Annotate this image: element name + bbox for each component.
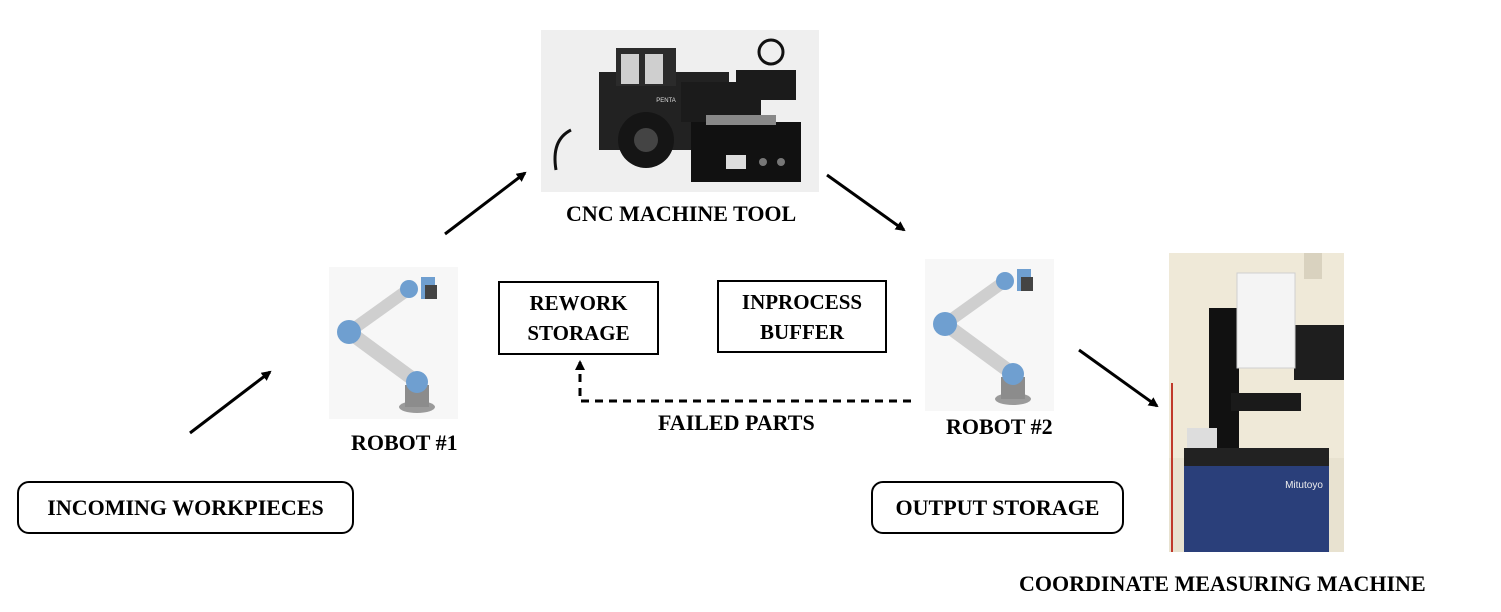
arrow-robot2-to-cmm xyxy=(1078,348,1159,408)
output-storage-box: OUTPUT STORAGE xyxy=(871,481,1124,534)
cnc-machine-drawing: PENTA xyxy=(541,30,819,192)
arrow-incoming-to-robot1 xyxy=(189,370,272,435)
incoming-workpieces-box: INCOMING WORKPIECES xyxy=(17,481,354,534)
robot2-drawing xyxy=(925,259,1054,411)
robot2-image xyxy=(925,259,1054,411)
robot1-image xyxy=(329,267,458,419)
rework-storage-line2: STORAGE xyxy=(527,321,630,345)
cmm-image: Mitutoyo xyxy=(1169,253,1344,552)
inprocess-buffer-box: INPROCESS BUFFER xyxy=(717,280,887,353)
output-storage-label: OUTPUT STORAGE xyxy=(895,494,1100,520)
inprocess-buffer-line1: INPROCESS xyxy=(741,289,863,314)
rework-storage-line1: REWORK xyxy=(529,291,628,315)
robot1-drawing xyxy=(329,267,458,419)
robot1-label: ROBOT #1 xyxy=(351,430,458,455)
robot2-label: ROBOT #2 xyxy=(946,414,1053,439)
rework-storage-box: REWORK STORAGE xyxy=(498,281,659,355)
cmm-brand-logo: Mitutoyo xyxy=(1285,480,1323,491)
cnc-machine-image: PENTA xyxy=(541,30,819,192)
cnc-brand-logo: PENTA xyxy=(656,98,676,104)
arrow-cnc-to-robot2 xyxy=(826,173,906,232)
inprocess-buffer-line2: BUFFER xyxy=(760,319,844,344)
cnc-machine-label: CNC MACHINE TOOL xyxy=(566,201,797,226)
failed-parts-dashed-arrow xyxy=(575,360,911,403)
failed-parts-label: FAILED PARTS xyxy=(658,410,815,435)
arrow-robot1-to-cnc xyxy=(444,171,527,236)
incoming-workpieces-label: INCOMING WORKPIECES xyxy=(47,494,324,520)
cmm-label: COORDINATE MEASURING MACHINE xyxy=(1019,571,1426,596)
cmm-drawing: Mitutoyo xyxy=(1169,253,1344,552)
